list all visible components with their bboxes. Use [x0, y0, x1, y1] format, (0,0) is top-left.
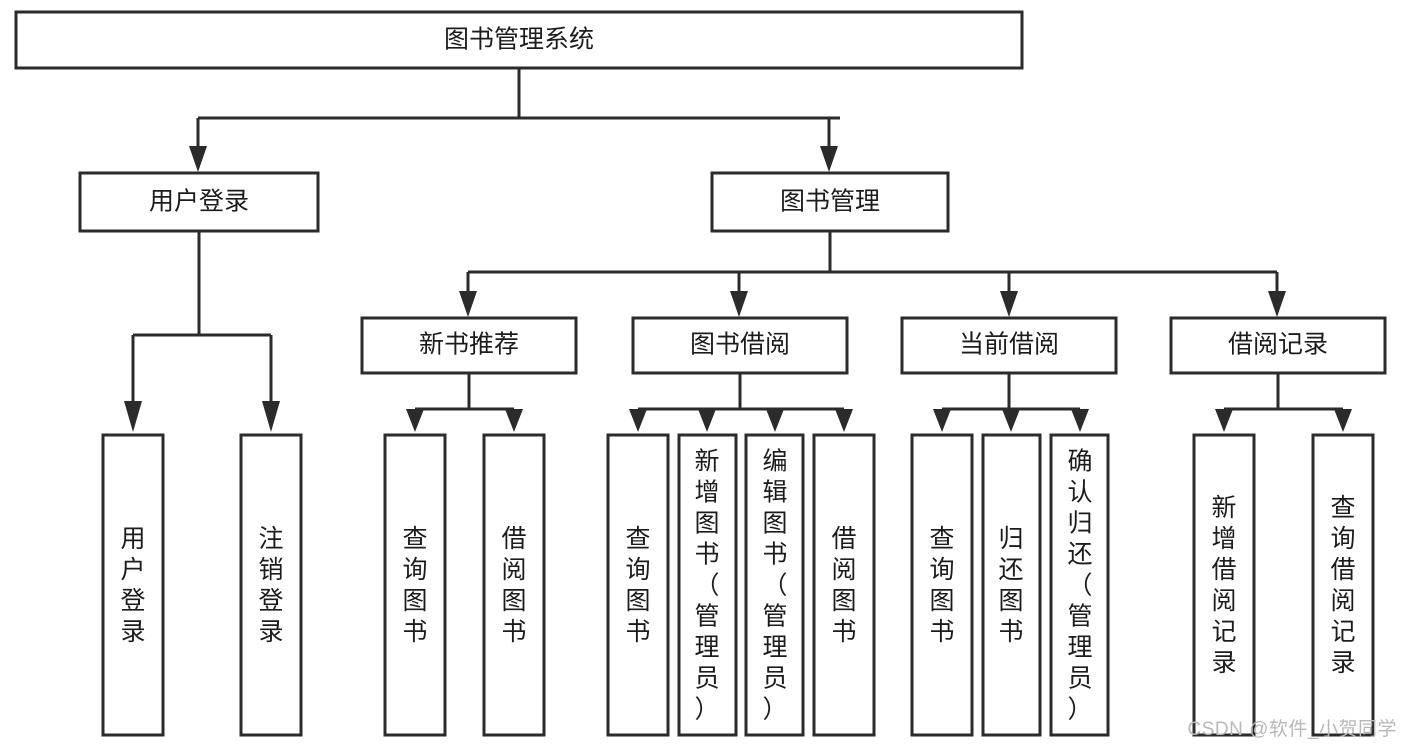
node-leaf-query-record-box[interactable]	[1311, 433, 1375, 737]
arrowhead-leaf-user-login	[124, 401, 142, 432]
node-leaf-borrow-book-1-label: 借阅图书	[501, 525, 526, 646]
arrowhead-leaf-logout	[262, 401, 280, 432]
node-leaf-borrow-book-2-box[interactable]	[812, 433, 876, 737]
connector-bookborrow-to-leaves	[636, 373, 846, 418]
arrowhead-leaf-return-book	[1002, 409, 1020, 432]
arrowhead-borrow-record	[1268, 291, 1286, 317]
node-leaf-query-book-2-label: 查询图书	[625, 525, 650, 646]
node-leaf-add-record-box[interactable]	[1192, 433, 1256, 737]
node-leaf-borrow-book-2[interactable]: 借阅图书	[812, 433, 876, 737]
node-leaf-user-login-label: 用户登录	[120, 525, 145, 646]
node-borrow-record-label: 借阅记录	[1228, 331, 1328, 359]
arrowhead-leaf-query-record	[1334, 409, 1352, 432]
node-leaf-query-book-1-box[interactable]	[383, 433, 447, 737]
node-leaf-user-login[interactable]: 用户登录	[101, 433, 165, 737]
node-book-manage-box[interactable]	[710, 171, 950, 233]
node-leaf-logout[interactable]: 注销登录	[239, 433, 303, 737]
arrowhead-leaf-query-book-3	[933, 409, 951, 432]
node-root-box[interactable]	[14, 10, 1024, 70]
node-leaf-add-book[interactable]: 新增图书（管理员）	[677, 433, 738, 737]
connector-userlogin-to-leaves	[131, 231, 273, 405]
arrowhead-leaf-add-book	[698, 409, 716, 432]
node-new-book-recommend-label: 新书推荐	[419, 331, 519, 359]
arrowhead-leaf-edit-book	[766, 409, 784, 432]
node-leaf-borrow-book-2-label: 借阅图书	[831, 525, 856, 646]
node-leaf-return-book-label: 归还图书	[998, 525, 1023, 646]
arrowhead-leaf-add-record	[1215, 409, 1233, 432]
node-borrow-record-box[interactable]	[1169, 316, 1387, 375]
node-leaf-query-record[interactable]: 查询借阅记录	[1311, 433, 1375, 737]
node-leaf-query-book-1[interactable]: 查询图书	[383, 433, 447, 737]
node-leaf-confirm-return-label: 确认归还（管理员）	[1067, 448, 1092, 724]
node-book-borrow[interactable]: 图书借阅	[631, 316, 849, 375]
arrowhead-new-book-recommend	[459, 291, 477, 317]
arrowhead-user-login	[189, 146, 207, 172]
node-leaf-query-book-3-label: 查询图书	[929, 525, 954, 646]
node-leaf-query-book-1-label: 查询图书	[402, 525, 427, 646]
node-leaf-query-book-3[interactable]: 查询图书	[910, 433, 974, 737]
node-leaf-return-book[interactable]: 归还图书	[981, 433, 1042, 737]
node-book-borrow-box[interactable]	[631, 316, 849, 375]
node-leaf-confirm-return[interactable]: 确认归还（管理员）	[1049, 433, 1110, 737]
node-leaf-logout-label: 注销登录	[258, 525, 283, 646]
node-book-borrow-label: 图书借阅	[690, 331, 790, 359]
node-current-borrow-box[interactable]	[900, 316, 1118, 375]
node-new-book-recommend[interactable]: 新书推荐	[360, 316, 578, 375]
node-leaf-query-book-3-box[interactable]	[910, 433, 974, 737]
node-leaf-add-record[interactable]: 新增借阅记录	[1192, 433, 1256, 737]
node-new-book-recommend-box[interactable]	[360, 316, 578, 375]
node-root[interactable]: 图书管理系统	[14, 10, 1024, 70]
node-borrow-record[interactable]: 借阅记录	[1169, 316, 1387, 375]
node-leaf-edit-book-box[interactable]	[744, 433, 805, 737]
node-leaf-user-login-box[interactable]	[101, 433, 165, 737]
arrowhead-book-borrow	[730, 291, 748, 317]
arrowhead-leaf-query-book-1	[406, 409, 424, 432]
node-root-label: 图书管理系统	[444, 26, 594, 54]
node-leaf-borrow-book-1[interactable]: 借阅图书	[482, 433, 546, 737]
node-leaf-query-record-label: 查询借阅记录	[1330, 494, 1355, 677]
arrowhead-leaf-borrow-book-1	[505, 409, 523, 432]
node-current-borrow[interactable]: 当前借阅	[900, 316, 1118, 375]
node-leaf-query-book-2[interactable]: 查询图书	[606, 433, 670, 737]
node-leaf-confirm-return-box[interactable]	[1049, 433, 1110, 737]
node-leaf-logout-box[interactable]	[239, 433, 303, 737]
node-leaf-edit-book-label: 编辑图书（管理员）	[762, 448, 787, 724]
node-leaf-return-book-box[interactable]	[981, 433, 1042, 737]
arrowhead-leaf-query-book-2	[629, 409, 647, 432]
connector-root-to-level1	[196, 68, 840, 150]
node-book-manage[interactable]: 图书管理	[710, 171, 950, 233]
node-leaf-add-book-label: 新增图书（管理员）	[694, 448, 719, 724]
connectors-layer	[124, 68, 1352, 432]
node-leaf-borrow-book-1-box[interactable]	[482, 433, 546, 737]
arrowhead-leaf-confirm-return	[1071, 409, 1089, 432]
arrowhead-leaf-borrow-book-2	[835, 409, 853, 432]
nodes-layer: 图书管理系统 用户登录 图书管理 新书推荐 图书借阅	[14, 10, 1387, 737]
node-book-manage-label: 图书管理	[780, 188, 880, 216]
connector-bookmanage-to-level2	[466, 231, 1279, 295]
connector-newbook-to-leaves	[413, 373, 516, 418]
node-user-login[interactable]: 用户登录	[78, 171, 320, 233]
node-user-login-label: 用户登录	[149, 188, 249, 216]
node-leaf-add-book-box[interactable]	[677, 433, 738, 737]
node-current-borrow-label: 当前借阅	[959, 331, 1059, 359]
node-leaf-edit-book[interactable]: 编辑图书（管理员）	[744, 433, 805, 737]
arrowhead-book-manage	[820, 146, 838, 172]
node-leaf-query-book-2-box[interactable]	[606, 433, 670, 737]
node-user-login-box[interactable]	[78, 171, 320, 233]
arrowhead-current-borrow	[1000, 291, 1018, 317]
node-leaf-add-record-label: 新增借阅记录	[1211, 494, 1236, 677]
connector-borrowrecord-to-leaves	[1222, 373, 1345, 418]
